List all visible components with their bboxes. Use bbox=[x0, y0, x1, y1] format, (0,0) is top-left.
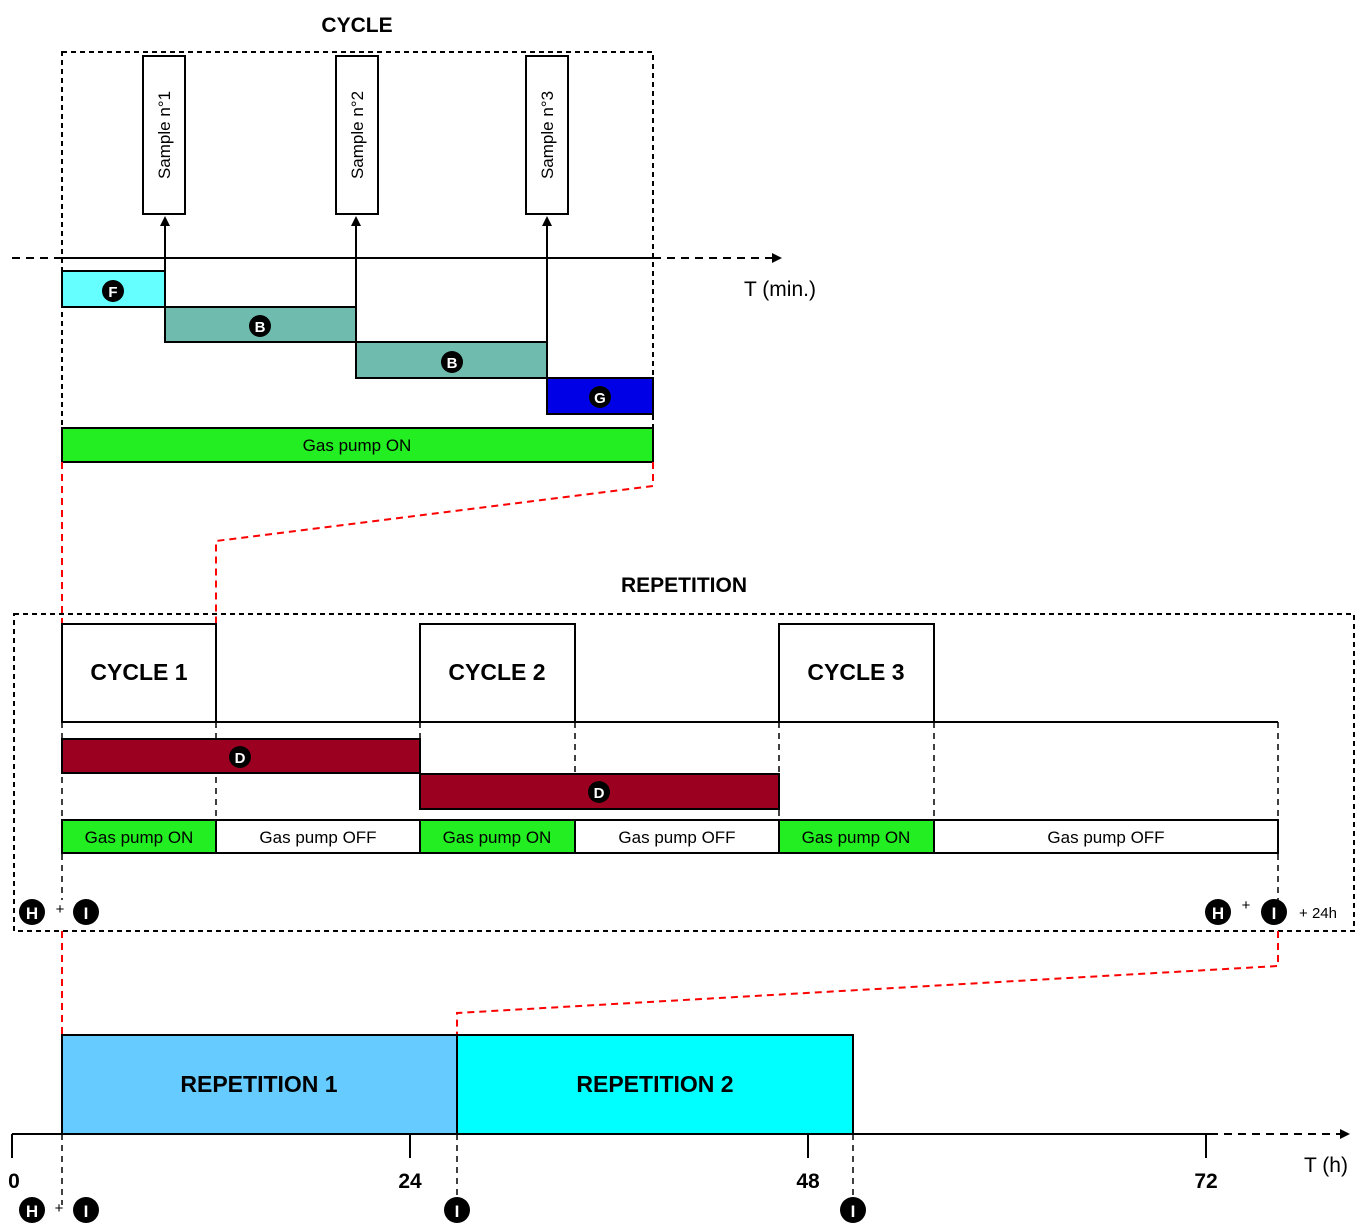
marker-i-label: I bbox=[84, 904, 89, 923]
sample-box-2: Sample n°2 bbox=[335, 55, 379, 215]
tick-label-0: 0 bbox=[8, 1170, 20, 1193]
bottom-marker-i-end-icon bbox=[840, 1197, 866, 1223]
repetition-title: REPETITION bbox=[621, 574, 747, 597]
zoom-line-cycle-right bbox=[215, 462, 654, 625]
step-g-label: G bbox=[594, 390, 606, 407]
cycle-box-1 bbox=[61, 623, 217, 723]
cycle-box-label-2: CYCLE 2 bbox=[448, 659, 545, 685]
gas-pump-off-label-2: Gas pump OFF bbox=[618, 828, 735, 847]
step-f-label: F bbox=[108, 284, 117, 301]
gas-pump-on-1 bbox=[61, 819, 217, 854]
step-b-icon-1 bbox=[249, 315, 271, 337]
zoom-line-repetition-right bbox=[456, 931, 1279, 1035]
marker-suffix-end: + 24h bbox=[1299, 905, 1337, 922]
gas-pump-off-3 bbox=[933, 819, 1279, 854]
step-g-icon bbox=[589, 386, 611, 408]
gas-pump-on-2 bbox=[419, 819, 576, 854]
repetition-frame bbox=[13, 613, 1355, 932]
cycle-box-label-3: CYCLE 3 bbox=[807, 659, 904, 685]
sample-label-2: Sample n°2 bbox=[348, 91, 367, 179]
gas-pump-on-label-2: Gas pump ON bbox=[443, 828, 552, 847]
marker-h-icon bbox=[19, 899, 45, 925]
tick-label-24: 24 bbox=[398, 1170, 422, 1193]
bottom-marker-h-label: H bbox=[26, 1202, 38, 1221]
sample-label-3: Sample n°3 bbox=[538, 91, 557, 179]
step-b-icon-2 bbox=[441, 351, 463, 373]
timeline-axis-label: T (h) bbox=[1304, 1154, 1348, 1177]
marker-plus-end: + bbox=[1242, 897, 1251, 914]
cycle-section: CYCLE Sample n°1 Sample n°2 Sample n°3 T… bbox=[12, 14, 816, 463]
repetition-box-label-1: REPETITION 1 bbox=[180, 1071, 337, 1097]
cycle-gas-pump-label: Gas pump ON bbox=[303, 436, 412, 455]
step-d-icon-1 bbox=[229, 746, 251, 768]
cycle-box-label-1: CYCLE 1 bbox=[90, 659, 187, 685]
timeline-ticks bbox=[11, 1134, 1207, 1158]
step-d-label-2: D bbox=[594, 785, 605, 802]
repetition-end-markers: H + I + 24h bbox=[1205, 897, 1337, 925]
cycle-box-2 bbox=[419, 623, 576, 723]
timeline-guides bbox=[61, 1134, 854, 1205]
repetition-box-label-2: REPETITION 2 bbox=[576, 1071, 733, 1097]
marker-i-icon bbox=[73, 899, 99, 925]
cycle-axis-label: T (min.) bbox=[744, 278, 816, 301]
step-d-label-1: D bbox=[235, 750, 246, 767]
gas-pump-on-3 bbox=[778, 819, 935, 854]
bottom-marker-i-label: I bbox=[84, 1202, 89, 1221]
marker-h-label: H bbox=[26, 904, 38, 923]
cycle-box-3 bbox=[778, 623, 935, 723]
tick-label-72: 72 bbox=[1194, 1170, 1217, 1193]
gas-pump-row: Gas pump ON Gas pump OFF Gas pump ON Gas… bbox=[61, 819, 1279, 854]
bottom-marker-i-icon bbox=[73, 1197, 99, 1223]
tick-label-48: 48 bbox=[796, 1170, 820, 1193]
cycle-gas-pump-bar bbox=[61, 427, 654, 463]
marker-i-icon-end bbox=[1261, 899, 1287, 925]
cycle-title: CYCLE bbox=[321, 14, 392, 37]
repetition-box-1 bbox=[61, 1034, 458, 1135]
bottom-marker-i-mid-icon bbox=[444, 1197, 470, 1223]
step-b-label-2: B bbox=[447, 355, 458, 372]
step-f-icon bbox=[102, 280, 124, 302]
marker-i-label-end: I bbox=[1272, 904, 1277, 923]
repetition-section: REPETITION CYCLE 1 CYCLE 2 CYCLE 3 D D bbox=[13, 574, 1355, 932]
gas-pump-off-label-1: Gas pump OFF bbox=[259, 828, 376, 847]
marker-plus: + bbox=[56, 901, 65, 918]
step-d-box-2 bbox=[419, 773, 780, 810]
bottom-marker-h-icon bbox=[19, 1197, 45, 1223]
sample-box-1: Sample n°1 bbox=[142, 55, 186, 215]
step-d-icon-2 bbox=[588, 781, 610, 803]
gas-pump-off-2 bbox=[574, 819, 780, 854]
repetition-start-markers: H + I bbox=[19, 899, 99, 925]
gas-pump-on-label-1: Gas pump ON bbox=[85, 828, 194, 847]
sample-box-3: Sample n°3 bbox=[525, 55, 569, 215]
marker-h-label-end: H bbox=[1212, 904, 1224, 923]
bottom-marker-plus: + bbox=[55, 1200, 64, 1217]
sample-label-1: Sample n°1 bbox=[155, 91, 174, 179]
gas-pump-off-label-3: Gas pump OFF bbox=[1047, 828, 1164, 847]
step-b-label-1: B bbox=[255, 319, 266, 336]
marker-h-icon-end bbox=[1205, 899, 1231, 925]
bottom-marker-i-end-label: I bbox=[851, 1202, 856, 1221]
timeline-section: REPETITION 1 REPETITION 2 0 24 48 72 T (… bbox=[8, 1034, 1350, 1223]
gas-pump-off-1 bbox=[215, 819, 421, 854]
gas-pump-on-label-3: Gas pump ON bbox=[802, 828, 911, 847]
bottom-marker-i-mid-label: I bbox=[455, 1202, 460, 1221]
